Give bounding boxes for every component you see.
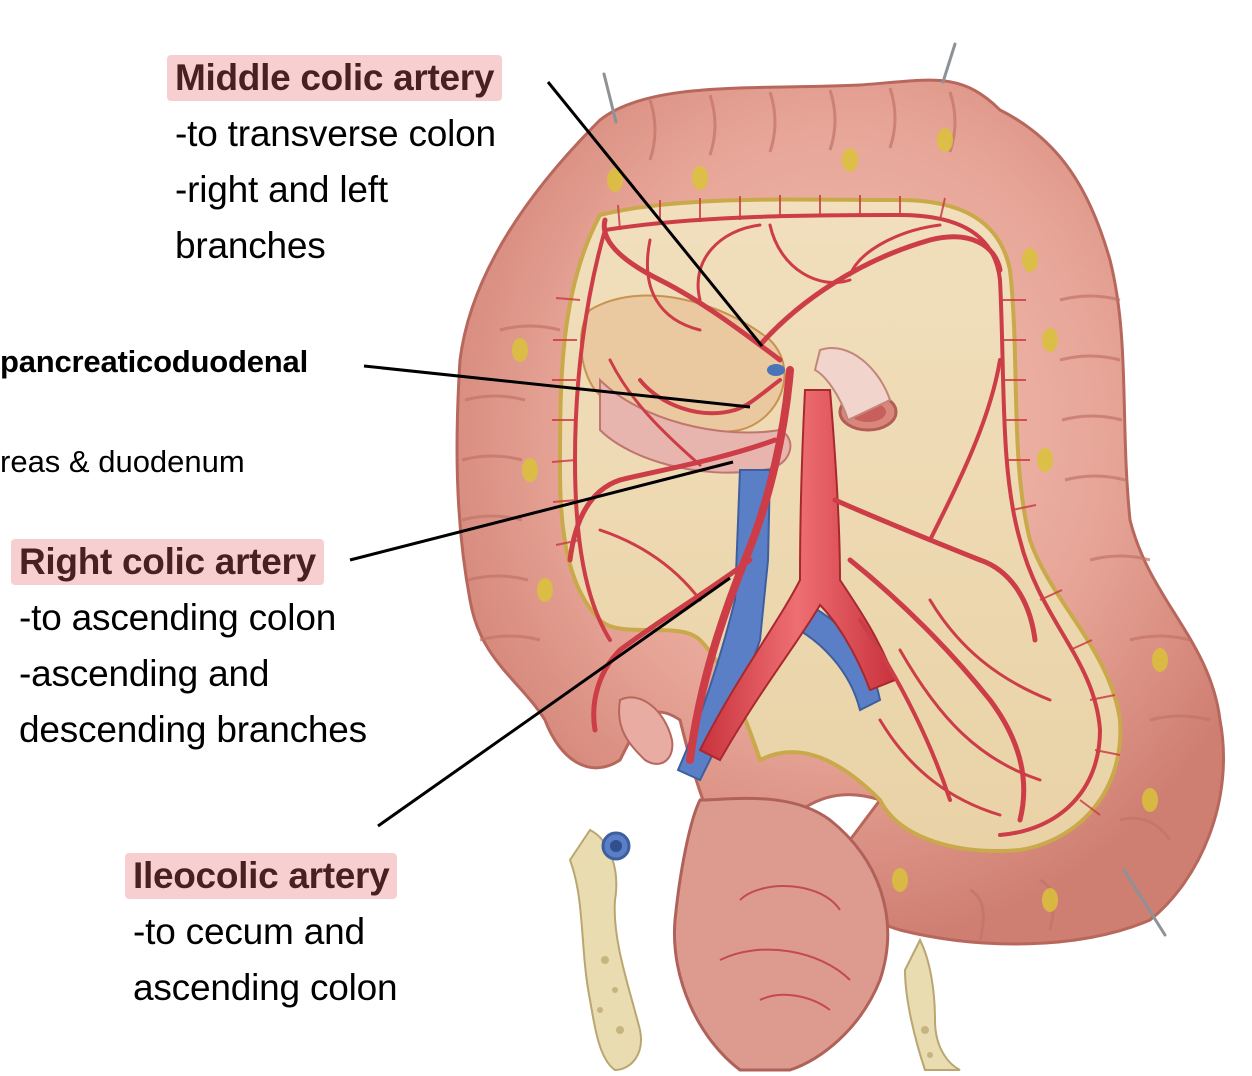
pancreaticoduodenal-title: pancreaticoduodenal bbox=[0, 344, 308, 379]
aorta bbox=[698, 389, 897, 762]
middle-colic-line-1: -to transverse colon bbox=[175, 113, 496, 154]
middle-colic-title: Middle colic artery bbox=[167, 55, 503, 101]
middle-colic-label: Middle colic artery -to transverse colon… bbox=[167, 50, 503, 274]
ileocolic-line-2: ascending colon bbox=[133, 967, 398, 1008]
pancreaticoduodenal-desc: reas & duodenum bbox=[0, 444, 245, 479]
middle-colic-line-2: -right and left bbox=[175, 169, 388, 210]
right-pelvic-bone bbox=[903, 937, 961, 1071]
ileocolic-line-1: -to cecum and bbox=[133, 911, 365, 952]
middle-colic-line-3: branches bbox=[175, 225, 326, 266]
right-colic-line-1: -to ascending colon bbox=[19, 597, 337, 638]
pin-bottom-right bbox=[1122, 868, 1167, 937]
right-colic-line-3: descending branches bbox=[19, 709, 367, 750]
ileocolic-label: Ileocolic artery -to cecum and ascending… bbox=[125, 848, 398, 1016]
left-pelvic-bone bbox=[568, 828, 642, 1072]
right-colic-title: Right colic artery bbox=[11, 539, 324, 585]
right-colic-line-2: -ascending and bbox=[19, 653, 270, 694]
rectum bbox=[672, 796, 890, 1072]
right-colic-label: Right colic artery -to ascending colon -… bbox=[11, 534, 367, 758]
pin-top-right bbox=[941, 42, 957, 84]
ileocolic-title: Ileocolic artery bbox=[125, 853, 398, 899]
